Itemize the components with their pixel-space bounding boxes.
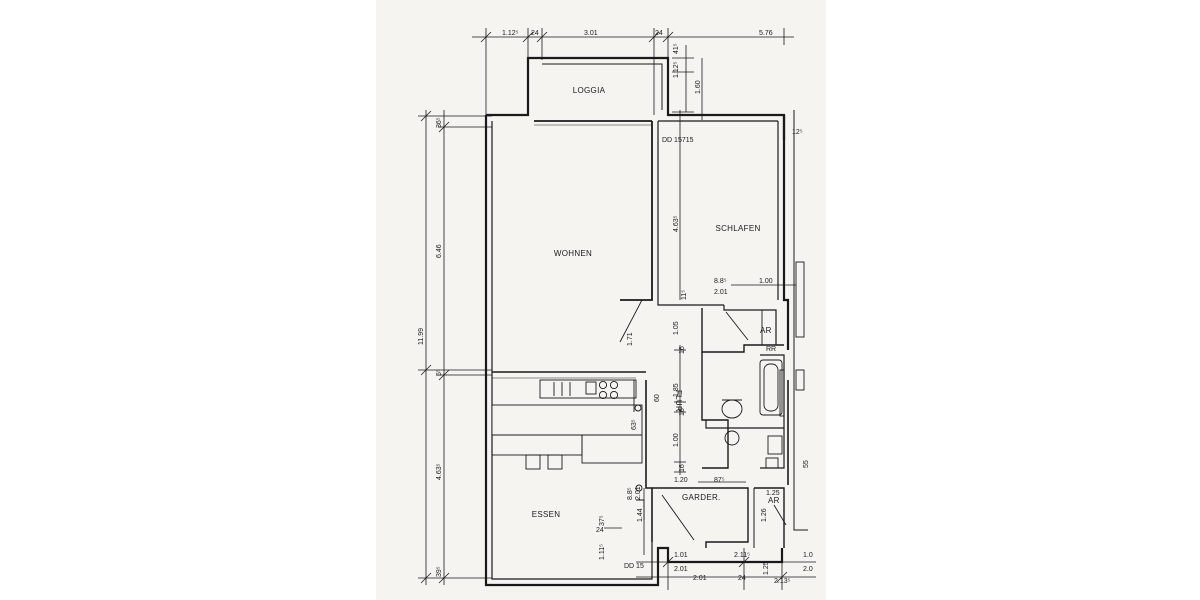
dim-bath-55: 55 [803,460,810,468]
dim-essen-dd: DD 15 [624,563,644,570]
dim-top-5: 5.76 [759,30,773,37]
room-label-essen: ESSEN [532,510,561,519]
room-label-loggia: LOGGIA [573,86,606,95]
dim-garder-120: 1.20 [674,477,688,484]
room-label-ar-bottom: AR [768,496,780,505]
dim-essen-375: 37⁵ [599,515,606,526]
dim-essen-115: 1.11⁵ [599,544,606,560]
dimension-lines [418,28,816,590]
dim-top-2: 24 [531,30,539,37]
dim-left-bottom: 39⁵ [436,566,443,577]
dim-flur-16a: 16 [679,346,686,354]
dim-essen-144: 1.44 [637,508,644,522]
dim-schlafen-h: 4.63⁵ [673,215,680,232]
dim-essen-201: 2.01 [635,486,642,500]
dim-loggia-2: 41⁵ [673,43,680,54]
dim-loggia-1: 1.12⁵ [673,61,680,78]
dim-essen-885: 8.8⁵ [627,487,634,500]
dim-bottom-201b: 2.01 [693,575,707,582]
walls [484,56,808,587]
dim-left-total: 11.99 [418,328,425,345]
room-label-ar-top: AR [760,326,772,335]
dim-hall-201: 2.01 [714,289,728,296]
room-label-schlafen: SCHLAFEN [715,224,760,233]
dim-hall-11: 11⁵ [681,290,688,300]
dim-bottom-2135: 2.13⁵ [774,578,791,585]
dim-flur-60: 60 [654,394,661,402]
dim-ar-126: 1.26 [761,508,768,522]
dim-dd: DD 15715 [662,137,694,144]
room-label-garderobe: GARDER. [682,493,721,502]
dim-left-lower: 4.63⁵ [436,463,443,480]
dim-hall-100: 1.00 [759,278,773,285]
dim-hall-105: 1.05 [673,321,680,335]
dim-hall-171: 1.71 [627,332,634,346]
dim-garder-87: 87⁵ [714,477,725,484]
dim-bottom-201a: 2.01 [674,566,688,573]
dim-flur-100: 1.00 [673,433,680,447]
dim-left-mid: 5⁵ [436,369,443,376]
dim-left-36: 36⁵ [436,117,443,128]
floor-plan: LOGGIA WOHNEN SCHLAFEN ESSEN FLUR GARDER… [418,28,816,590]
dim-top-1: 1.12⁵ [502,30,519,37]
dim-bottom-2115: 2.11⁵ [734,552,750,559]
bath-fixtures [721,261,805,469]
dim-bottom-101: 1.01 [674,552,688,559]
door-swings [619,299,787,541]
dim-wall-12: 12⁵ [792,129,803,136]
dimension-labels: 1.12⁵ 24 3.01 24 5.76 1.12⁵ 41⁵ 1.60 11.… [418,30,813,585]
dim-flur-185: 1.85 [673,383,680,397]
floor-plan-sheet: LOGGIA WOHNEN SCHLAFEN ESSEN FLUR GARDER… [376,0,826,600]
dim-flur-16b: 16 [679,408,686,416]
dim-top-3: 3.01 [584,30,598,37]
dim-bottom-125: 1.25 [763,561,770,575]
kitchen-fixtures [491,379,643,492]
room-label-wohnen: WOHNEN [554,249,592,258]
dim-bottom-10: 1.0 [803,552,813,559]
dim-bottom-24: 24 [738,575,746,582]
dim-flur-635: 63⁵ [631,419,638,430]
room-label-flur: FLUR [674,390,683,412]
dim-essen-24: 24 [596,527,604,534]
dim-ar-125: 1.25 [766,490,780,497]
dim-flur-16c: 16 [679,464,686,472]
dim-top-4: 24 [655,30,663,37]
dim-hall-885: 8.8⁵ [714,278,727,285]
room-labels: LOGGIA WOHNEN SCHLAFEN ESSEN FLUR GARDER… [532,86,780,519]
room-label-rr: RR [766,346,776,353]
dim-left-upper: 6.46 [436,244,443,258]
dim-loggia-3: 1.60 [695,80,702,94]
dim-bottom-20: 2.0 [803,566,813,573]
